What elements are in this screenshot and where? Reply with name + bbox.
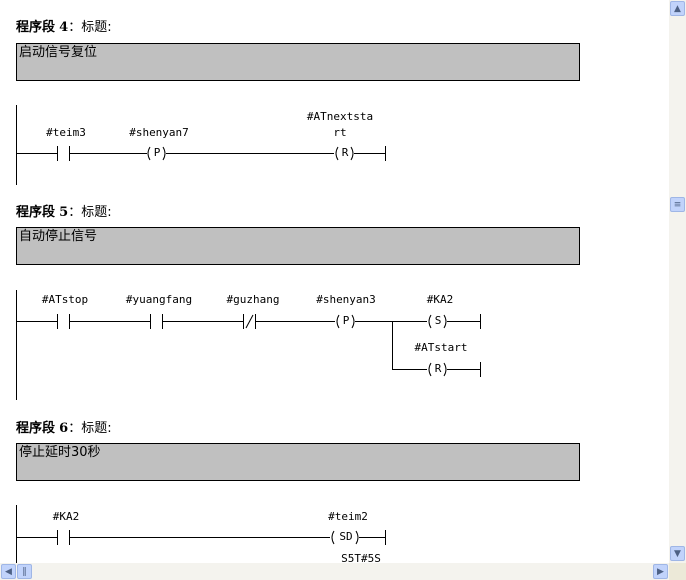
- operand-label[interactable]: #ATstart: [414, 341, 468, 354]
- separator: ：: [68, 205, 82, 220]
- network-title[interactable]: 标题:: [81, 20, 112, 35]
- network-label: 程序段: [16, 205, 56, 220]
- operand-label[interactable]: #shenyan3: [316, 293, 376, 306]
- operand-label[interactable]: #yuangfang: [125, 293, 193, 306]
- contact-no: [57, 530, 70, 545]
- operand-label[interactable]: #shenyan7: [129, 126, 189, 139]
- network-number: 5: [59, 205, 69, 220]
- network-6-header: 程序段 6：标题:: [16, 417, 112, 436]
- coil-sd: [331, 530, 359, 545]
- coil-s: [428, 314, 447, 329]
- network-5-comment[interactable]: 自动停止信号: [16, 227, 580, 265]
- scroll-up-icon[interactable]: ▲: [670, 1, 685, 16]
- contact-no: [57, 314, 70, 329]
- network-label: 程序段: [16, 20, 56, 35]
- contact-nc: [243, 314, 256, 329]
- contact-no: [57, 146, 70, 161]
- network-6-comment[interactable]: 停止延时30秒: [16, 443, 580, 481]
- network-label: 程序段: [16, 421, 56, 436]
- network-title[interactable]: 标题:: [81, 421, 112, 436]
- operand-label[interactable]: #teim3: [46, 126, 86, 139]
- operand-label[interactable]: #KA2: [52, 510, 80, 523]
- operand-label[interactable]: S5T#5S: [341, 552, 381, 563]
- contact-no: [150, 314, 163, 329]
- coil-r-text: R: [341, 146, 349, 159]
- operand-label[interactable]: #ATstop: [41, 293, 89, 306]
- operand-label[interactable]: rt: [333, 126, 347, 139]
- scroll-thumb-horizontal[interactable]: ‖: [17, 564, 32, 579]
- coil-s-text: S: [434, 314, 442, 327]
- scroll-right-icon[interactable]: ▶: [653, 564, 668, 579]
- operand-label[interactable]: #teim2: [328, 510, 368, 523]
- lad-editor-view: 程序段 4：标题: 启动信号复位 #teim3 #shenyan7 #ATnex…: [16, 16, 580, 563]
- scroll-down-icon[interactable]: ▼: [670, 546, 685, 561]
- network-number: 4: [59, 20, 69, 35]
- operand-label[interactable]: #KA2: [426, 293, 454, 306]
- coil-p: [336, 314, 355, 329]
- coil-r: [428, 362, 447, 377]
- network-4-header: 程序段 4：标题:: [16, 16, 112, 35]
- network-number: 6: [59, 421, 69, 436]
- operand-label[interactable]: #ATnextsta: [306, 110, 374, 123]
- coil-r: [335, 146, 354, 161]
- ladder-diagram: [16, 105, 481, 563]
- scrollbar-corner: [669, 563, 686, 580]
- network-4-comment[interactable]: 启动信号复位: [16, 43, 580, 81]
- scroll-thumb-vertical[interactable]: ≡: [670, 197, 685, 212]
- network-5-header: 程序段 5：标题:: [16, 201, 112, 220]
- vertical-scrollbar[interactable]: ▲ ≡ ▼: [669, 0, 686, 563]
- coil-p: [147, 146, 166, 161]
- coil-p-text: P: [342, 314, 350, 327]
- coil-p-text: P: [153, 146, 161, 159]
- network-title[interactable]: 标题:: [81, 205, 112, 220]
- separator: ：: [68, 421, 82, 436]
- coil-r-text: R: [434, 362, 442, 375]
- scroll-left-icon[interactable]: ◀: [1, 564, 16, 579]
- coil-sd-text: SD: [339, 530, 353, 543]
- horizontal-scrollbar[interactable]: ◀ ‖ ▶: [0, 563, 669, 580]
- operand-label[interactable]: #guzhang: [226, 293, 280, 306]
- separator: ：: [68, 20, 82, 35]
